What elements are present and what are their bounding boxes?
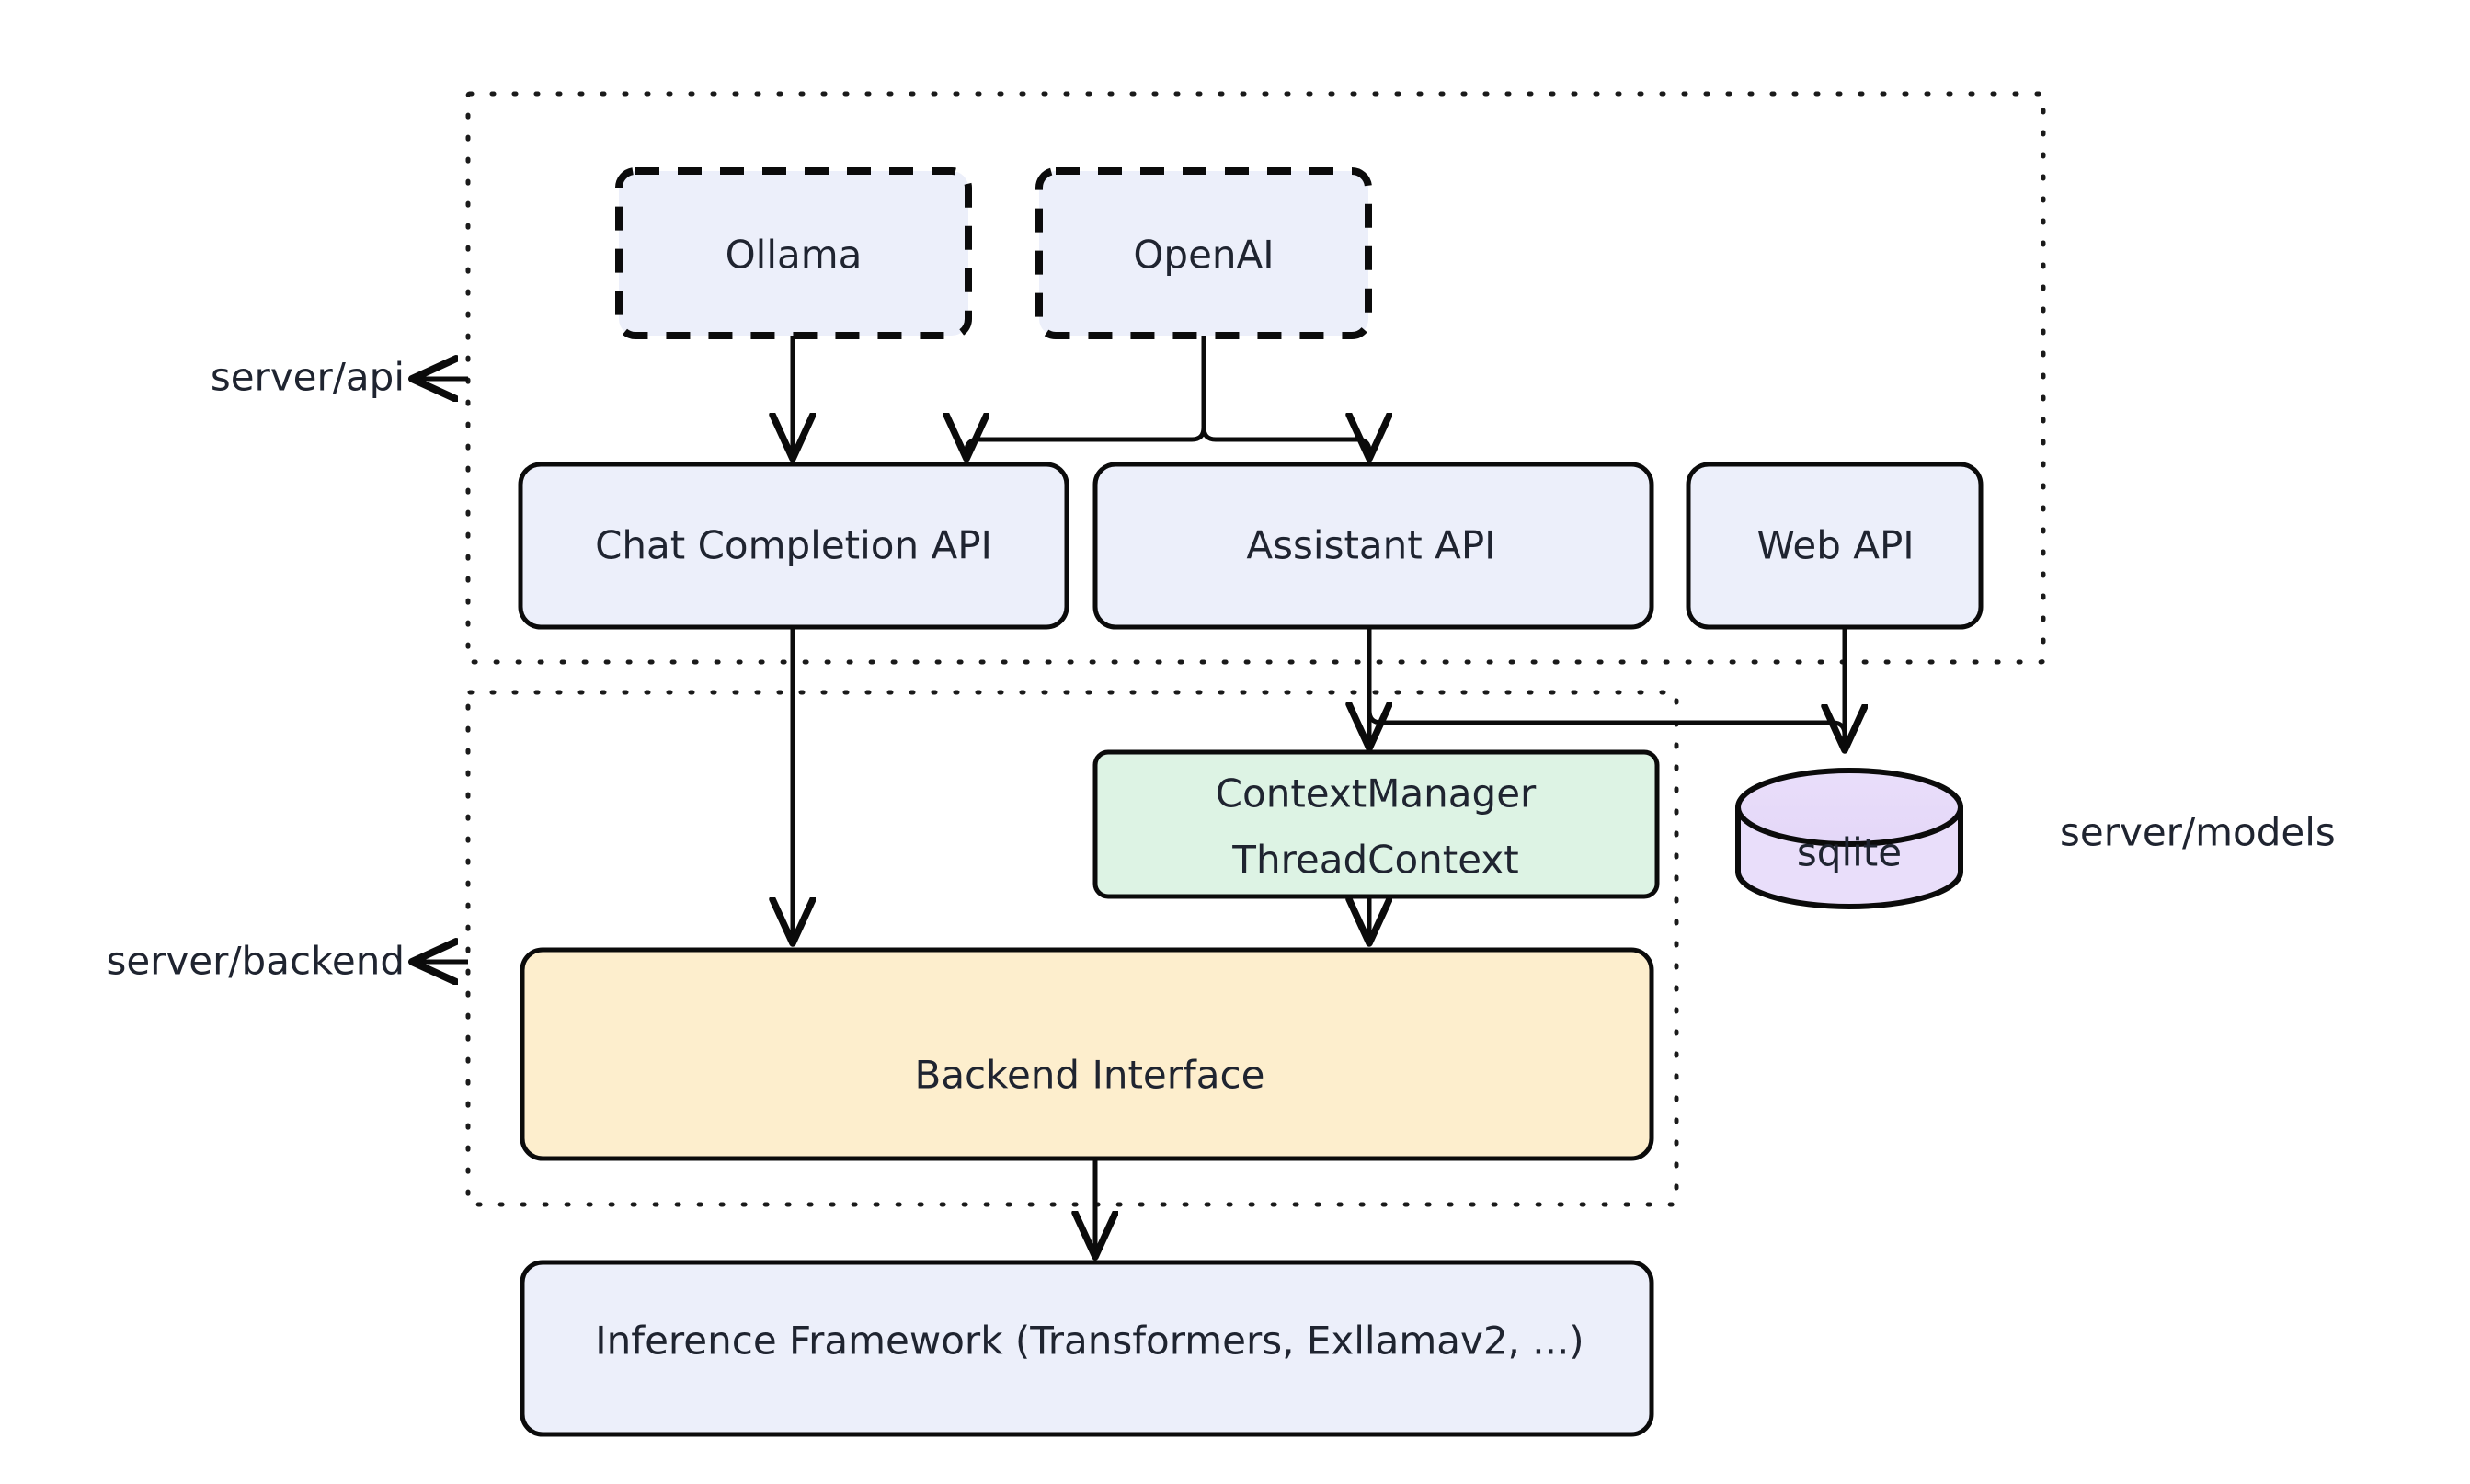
node-assistant-api-shape xyxy=(1092,462,1654,630)
node-backend-interface-label: Backend Interface xyxy=(915,1053,1265,1098)
cluster-label-server-api-text: server/api xyxy=(211,355,405,400)
cluster-label-server-models: server/models xyxy=(2060,810,2336,855)
node-chat-completion-api-label: Chat Completion API xyxy=(595,523,992,568)
node-web-api-shape xyxy=(1686,462,1984,630)
node-ollama-label: Ollama xyxy=(726,233,863,278)
edge-openai-to-chat xyxy=(966,336,1206,455)
node-inference-framework[interactable]: Inference Framework (Transformers, Exlla… xyxy=(520,1260,1654,1437)
node-inference-framework-label: Inference Framework (Transformers, Exlla… xyxy=(595,1318,1584,1364)
node-context-manager-label-line1: ContextManager xyxy=(1216,771,1537,816)
cluster-label-server-backend: server/backend xyxy=(106,939,468,984)
node-openai-label: OpenAI xyxy=(1133,233,1274,278)
node-web-api-label: Web API xyxy=(1756,523,1914,568)
node-openai[interactable]: OpenAI xyxy=(1035,167,1372,339)
node-sqlite-label: sqlite xyxy=(1797,830,1902,875)
node-context-manager-label-line2: ThreadContext xyxy=(1231,838,1518,883)
node-ollama[interactable]: Ollama xyxy=(615,167,972,339)
cluster-label-server-models-text: server/models xyxy=(2060,810,2336,855)
cluster-label-server-api: server/api xyxy=(211,355,468,400)
node-backend-interface-shape xyxy=(520,947,1654,1161)
node-openai-shape xyxy=(1035,167,1372,339)
node-sqlite-top xyxy=(1735,768,1963,847)
cluster-server-backend xyxy=(465,690,1679,1207)
edge-openai-to-assistant xyxy=(1201,336,1369,455)
node-chat-completion-api-shape xyxy=(518,462,1069,630)
node-assistant-api-label: Assistant API xyxy=(1246,523,1495,568)
node-assistant-api[interactable]: Assistant API xyxy=(1092,462,1654,630)
node-ollama-shape xyxy=(615,167,972,339)
cluster-label-server-backend-text: server/backend xyxy=(106,939,405,984)
node-backend-interface[interactable]: Backend Interface xyxy=(520,947,1654,1161)
node-context-manager[interactable]: ContextManager ThreadContext xyxy=(1092,749,1660,899)
node-inference-framework-shape xyxy=(520,1260,1654,1437)
node-chat-completion-api[interactable]: Chat Completion API xyxy=(518,462,1069,630)
node-sqlite[interactable]: sqlite xyxy=(1735,768,1963,909)
node-web-api[interactable]: Web API xyxy=(1686,462,1984,630)
node-context-manager-shape xyxy=(1092,749,1660,899)
